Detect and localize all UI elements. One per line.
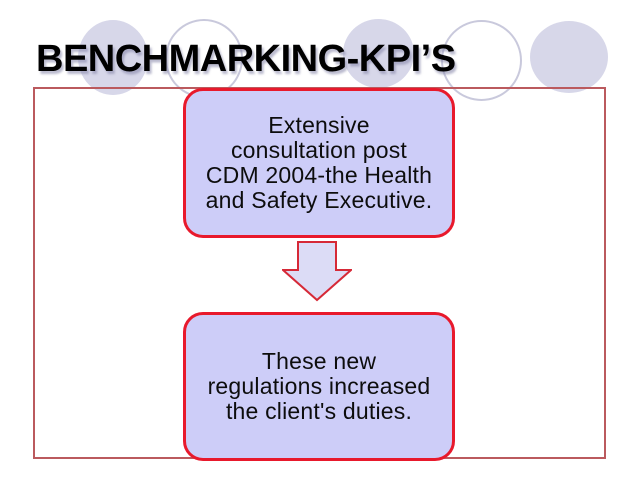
box-text-line: CDM 2004-the Health <box>205 162 433 188</box>
box-text-line: and Safety Executive. <box>205 187 433 213</box>
flow-box-top: Extensive consultation post CDM 2004-the… <box>183 88 455 238</box>
decorative-circle-1 <box>78 20 148 95</box>
box-text-line: consultation post <box>230 137 407 163</box>
slide-title: BENCHMARKING-KPI’S <box>36 38 456 80</box>
decorative-circle-3 <box>343 19 414 88</box>
box-text-line: These new <box>261 348 377 374</box>
down-arrow-icon <box>282 241 352 302</box>
decorative-circle-5 <box>530 21 608 93</box>
flow-box-bottom: These new regulations increased the clie… <box>183 312 455 461</box>
box-text-line: Extensive <box>268 112 370 138</box>
decorative-circle-2 <box>165 19 243 98</box>
box-text-line: regulations increased <box>207 373 431 399</box>
box-text-line: the client's duties. <box>225 398 413 424</box>
flow-box-bottom-text: These new regulations increased the clie… <box>208 349 431 424</box>
flow-box-top-text: Extensive consultation post CDM 2004-the… <box>206 113 433 213</box>
